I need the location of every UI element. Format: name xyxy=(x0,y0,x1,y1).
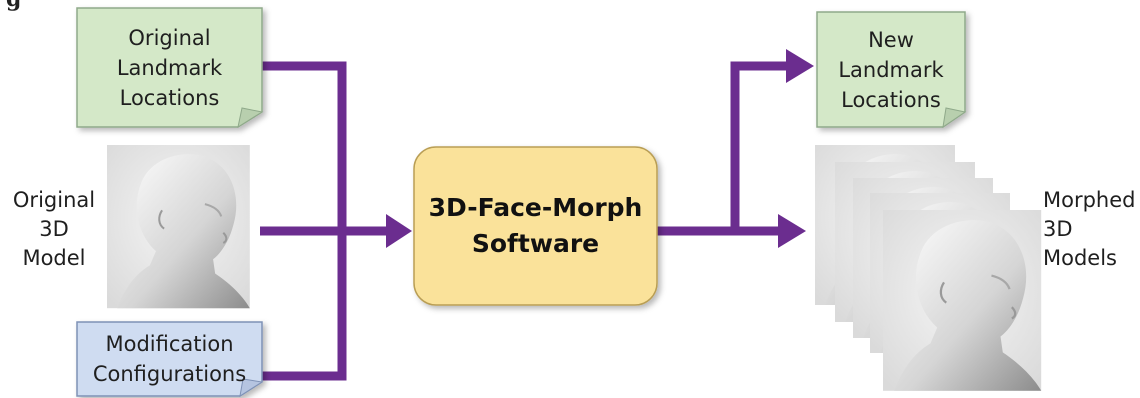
folded-corner xyxy=(237,107,264,129)
arrow-icon-group xyxy=(386,49,814,248)
arrow-icon xyxy=(778,214,806,248)
arrow-lines xyxy=(260,61,790,381)
process-text: 3D-Face-Morph Software xyxy=(414,147,657,305)
process-line-1: 3D-Face-Morph xyxy=(428,193,643,222)
new-landmarks-line-3: Locations xyxy=(841,87,941,112)
arrow-icon xyxy=(786,49,814,83)
morphed-models-line-3: Models xyxy=(1043,246,1117,270)
head-model-icon xyxy=(105,143,251,310)
original-model-label: Original 3D Model xyxy=(8,186,100,273)
original-model-line-1: Original xyxy=(12,188,96,212)
original-model-line-3: Model xyxy=(22,246,86,270)
arrow-icon xyxy=(386,214,412,248)
original-landmarks-line-3: Locations xyxy=(119,85,220,110)
process-box xyxy=(413,146,658,306)
original-landmarks-line-1: Original xyxy=(128,25,211,50)
original-landmarks-line-2: Landmark xyxy=(116,55,223,80)
process-line-2: Software xyxy=(471,229,600,258)
morphed-models-line-2: 3D xyxy=(1043,217,1073,241)
modification-configurations-line-2: Configurations xyxy=(92,362,247,386)
new-landmarks-text: New Landmark Locations xyxy=(817,12,965,127)
morphed-models-stack xyxy=(814,144,1043,392)
modification-configurations-line-1: Modification xyxy=(105,332,234,356)
original-model-line-2: 3D xyxy=(39,217,69,241)
new-landmarks-line-1: New xyxy=(868,27,914,52)
folded-corner xyxy=(942,107,967,129)
folded-corner xyxy=(239,378,264,398)
new-landmarks-line-2: Landmark xyxy=(838,57,944,82)
morphed-models-label: Morphed 3D Models xyxy=(1043,186,1137,273)
head-model-icon xyxy=(881,208,1043,392)
input-bus-connector xyxy=(262,61,347,381)
morphed-models-line-1: Morphed xyxy=(1043,188,1136,212)
software-to-landmarks-connector xyxy=(730,61,790,231)
original-landmarks-text: Original Landmark Locations xyxy=(77,8,262,127)
modification-configurations-text: Modification Configurations xyxy=(77,322,262,396)
fragment-letter: g xyxy=(6,0,21,12)
